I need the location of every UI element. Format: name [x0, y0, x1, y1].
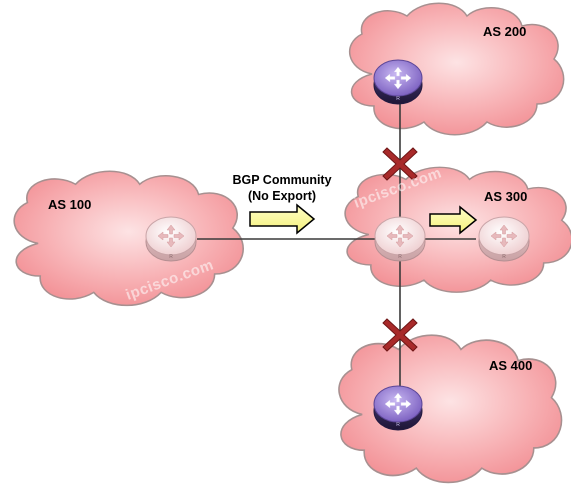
blocked-x-icon [382, 318, 418, 352]
as100-router-icon: R [145, 216, 197, 262]
as200-label: AS 200 [483, 24, 526, 39]
router-badge: R [502, 254, 506, 260]
as200-router-icon: R [373, 59, 423, 105]
as300-label: AS 300 [484, 189, 527, 204]
internal-propagation-arrow-icon [429, 205, 478, 235]
router-badge: R [396, 96, 400, 102]
as300-internal-router-icon: R [478, 216, 530, 262]
router-badge: R [398, 254, 402, 260]
propagation-arrow-icon [249, 203, 316, 235]
no-export-label: (No Export) [248, 189, 316, 203]
router-badge: R [396, 422, 400, 428]
as100-label: AS 100 [48, 197, 91, 212]
as300-edge-router-icon: R [374, 216, 426, 262]
bgp-community-label: BGP Community [232, 173, 331, 187]
as400-label: AS 400 [489, 358, 532, 373]
as400-router-icon: R [373, 385, 423, 431]
router-badge: R [169, 254, 173, 260]
blocked-x-icon [382, 147, 418, 181]
network-links [197, 98, 476, 392]
